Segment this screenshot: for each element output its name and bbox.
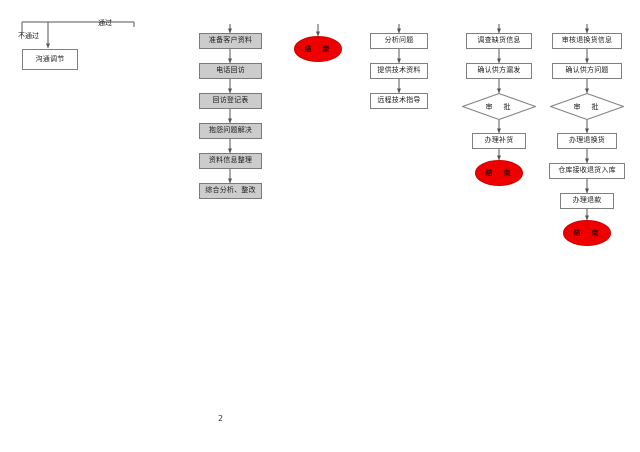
node-end-terminator-return[interactable]: 结 束 [563, 220, 611, 246]
node-prepare-customer-data[interactable]: 准备客户资料 [199, 33, 262, 49]
node-confirm-supplier-issue[interactable]: 确认供方问题 [552, 63, 622, 79]
node-review-return-exchange-info[interactable]: 审核退换货信息 [552, 33, 622, 49]
node-process-return-exchange[interactable]: 办理退换货 [557, 133, 617, 149]
node-end-terminator-complaint[interactable]: 结 束 [294, 36, 342, 62]
node-complaint-resolution[interactable]: 抱怨问题解决 [199, 123, 262, 139]
node-analyze-problem[interactable]: 分析问题 [370, 33, 428, 49]
node-process-restock[interactable]: 办理补货 [472, 133, 526, 149]
node-investigate-shortage-info[interactable]: 调查缺货信息 [466, 33, 532, 49]
node-confirm-supplier-missed-shipment[interactable]: 确认供方漏发 [466, 63, 532, 79]
node-comprehensive-analysis[interactable]: 综合分析、整改 [199, 183, 262, 199]
node-approval-decision-shortage[interactable]: 审 批 [462, 93, 536, 120]
node-end-terminator-shortage[interactable]: 结 束 [475, 160, 523, 186]
edge-label-pass: 通过 [98, 19, 112, 27]
node-remote-technical-guidance[interactable]: 远程技术指导 [370, 93, 428, 109]
node-provide-technical-data[interactable]: 提供技术资料 [370, 63, 428, 79]
node-approval-decision-return[interactable]: 审 批 [550, 93, 624, 120]
page-number: 2 [218, 414, 224, 423]
terminator-label: 结 束 [573, 229, 601, 237]
decision-label: 审 批 [573, 102, 601, 111]
edge-label-fail: 不通过 [18, 32, 39, 40]
node-process-refund[interactable]: 办理退款 [560, 193, 614, 209]
node-warehouse-receive-return[interactable]: 仓库接收退货入库 [549, 163, 625, 179]
node-data-info-sorting[interactable]: 资料信息整理 [199, 153, 262, 169]
node-followup-register-form[interactable]: 回访登记表 [199, 93, 262, 109]
node-phone-followup[interactable]: 电话回访 [199, 63, 262, 79]
terminator-label: 结 束 [485, 169, 513, 177]
terminator-label: 结 束 [304, 45, 332, 53]
node-communication-adjust[interactable]: 沟通调节 [22, 49, 78, 70]
decision-label: 审 批 [485, 102, 513, 111]
